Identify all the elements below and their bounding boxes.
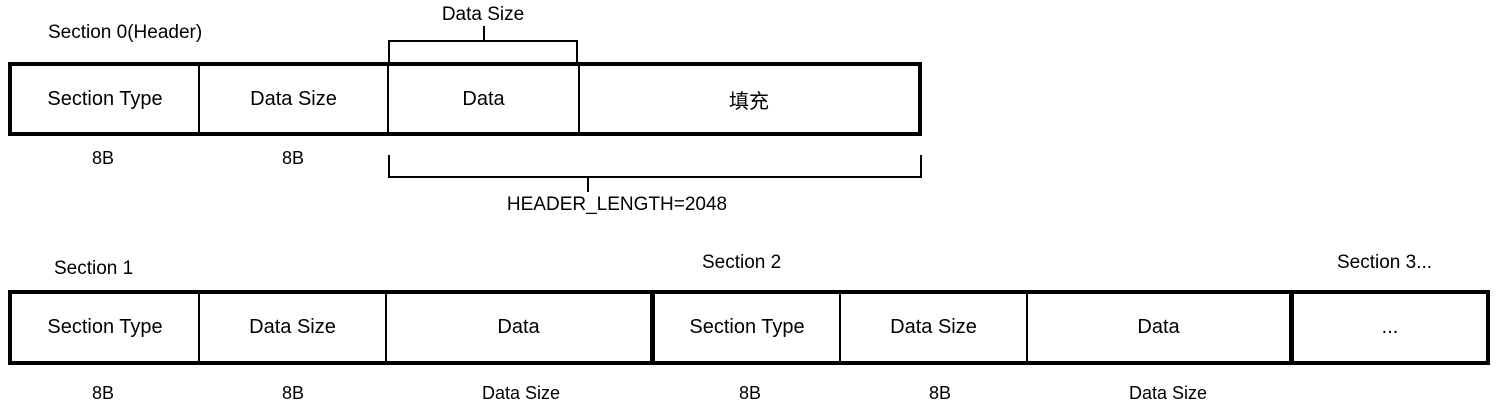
row1-size-label-section-type-2: 8B — [738, 383, 762, 403]
row0-data-size-bracket — [388, 40, 578, 62]
row1-cell-data-size-1: Data Size — [198, 294, 385, 361]
row1-cell-ellipsis: ... — [1289, 294, 1486, 361]
row0-cell-padding: 填充 — [578, 66, 918, 132]
row0-data-size-bracket-tick — [483, 26, 485, 41]
row1-size-label-data-2: Data Size — [1128, 383, 1208, 403]
row1-cell-data-size-2: Data Size — [839, 294, 1026, 361]
row1-size-label-section-type-1: 8B — [91, 383, 115, 403]
row0-cell-data: Data — [387, 66, 578, 132]
row0-section-label: Section 0(Header) — [48, 22, 203, 43]
row1-cell-section-type-1: Section Type — [12, 294, 198, 361]
row0-header-length-bracket-tick — [587, 177, 589, 192]
row1-size-label-data-1: Data Size — [481, 383, 561, 403]
row1-size-label-data-size-1: 8B — [281, 383, 305, 403]
row1-section-label-3: Section 3... — [1337, 252, 1433, 273]
row0-size-label-section-type: 8B — [91, 148, 115, 168]
row0-section-strip: Section Type Data Size Data 填充 — [8, 62, 922, 136]
row1-section-strip: Section Type Data Size Data Section Type… — [8, 290, 1490, 365]
row0-size-label-data-size: 8B — [281, 148, 305, 168]
row1-cell-section-type-2: Section Type — [650, 294, 839, 361]
row0-top-bracket-label: Data Size — [441, 4, 525, 25]
row1-cell-data-2: Data — [1026, 294, 1289, 361]
row1-size-label-data-size-2: 8B — [928, 383, 952, 403]
row1-section-label-1: Section 1 — [54, 258, 134, 279]
row0-cell-data-size: Data Size — [198, 66, 387, 132]
row0-header-length-bracket — [388, 155, 922, 178]
row0-bottom-bracket-label: HEADER_LENGTH=2048 — [506, 194, 728, 215]
row1-cell-data-1: Data — [385, 294, 650, 361]
row0-cell-section-type: Section Type — [12, 66, 198, 132]
row1-section-label-2: Section 2 — [702, 252, 782, 273]
